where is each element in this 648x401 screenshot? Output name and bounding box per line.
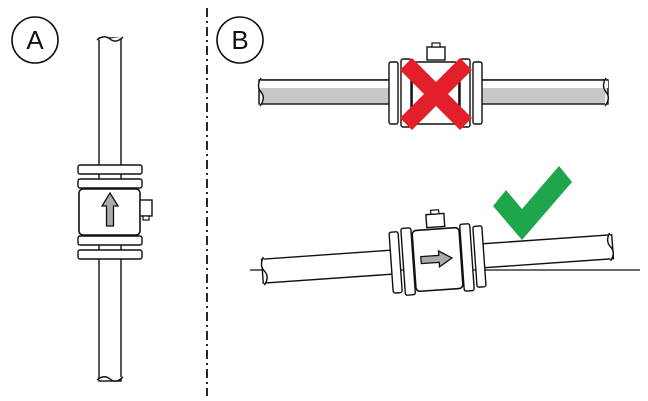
panel-b-badge: B — [216, 16, 264, 64]
panel-b: B — [216, 16, 640, 296]
top-flange — [77, 164, 143, 189]
green-check-icon — [493, 166, 572, 240]
incorrect-installation — [257, 42, 609, 130]
flow-arrow-horizontal-icon — [420, 249, 454, 269]
correct-installation — [250, 166, 640, 296]
flowmeter-body-vertical — [78, 188, 153, 236]
panel-a-badge: A — [11, 16, 59, 64]
bottom-flange — [77, 235, 143, 260]
panel-b-label: B — [231, 25, 248, 55]
panel-a: A — [11, 16, 153, 382]
flow-arrow-icon — [100, 191, 120, 227]
panel-a-label: A — [26, 25, 44, 55]
red-x-icon — [400, 58, 472, 130]
